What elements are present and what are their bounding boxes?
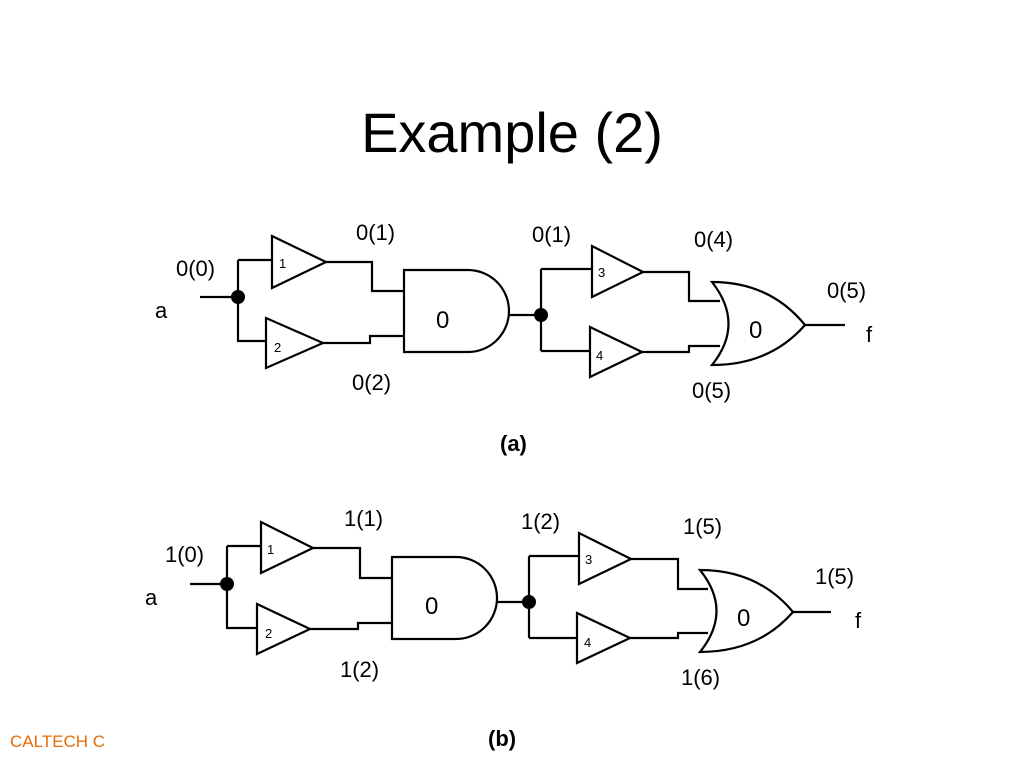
output-label: f [855, 608, 862, 633]
buffer1-to-and-wire-b [313, 546, 392, 580]
buffer3-timing-label: 0(4) [694, 227, 733, 252]
node-to-buffers-wire-b [527, 554, 579, 640]
input-label: a [155, 298, 168, 323]
diagram-caption: (b) [488, 726, 516, 751]
and-gate-value: 0 [436, 307, 449, 334]
circuit-a: 1 2 3 4 0 0 0(0) a 0(1) 0(2) 0(1) 0(4) 0… [155, 220, 873, 456]
buffer-gate-3 [590, 244, 646, 299]
buffer1-timing-label: 0(1) [356, 220, 395, 245]
buffer4-to-or-wire-b [630, 631, 708, 640]
footer-text: CALTECH C [10, 732, 106, 751]
buffer3-to-or-wire-b [631, 557, 708, 591]
and-out-timing-label: 0(1) [532, 222, 571, 247]
buffer3-timing-label: 1(5) [683, 514, 722, 539]
and-gate [402, 268, 511, 354]
buffer2-timing-label: 1(2) [340, 657, 379, 682]
buffer-gate-4 [575, 611, 633, 665]
junction-dot [522, 595, 536, 609]
junction-dot [231, 290, 245, 304]
buffer2-number: 2 [274, 340, 281, 355]
and-out-timing-label: 1(2) [521, 509, 560, 534]
output-timing-label: 0(5) [827, 278, 866, 303]
buffer4-to-or-wire-a [642, 344, 720, 354]
buffer-gate-4 [588, 325, 645, 379]
junction-dot [534, 308, 548, 322]
buffer3-number: 3 [598, 265, 605, 280]
input-label: a [145, 585, 158, 610]
buffer-gate-1 [259, 520, 316, 575]
buffer3-number: 3 [585, 552, 592, 567]
buffer1-number: 1 [279, 256, 286, 271]
buffer1-to-and-wire-a [326, 260, 404, 293]
or-gate-value: 0 [737, 605, 750, 632]
output-timing-label: 1(5) [815, 564, 854, 589]
and-gate [390, 555, 499, 641]
buffer-gate-2 [255, 602, 313, 656]
buffer2-to-and-wire-a [323, 334, 404, 345]
buffer3-to-or-wire-a [643, 270, 720, 303]
buffer4-number: 4 [584, 635, 591, 650]
buffer2-number: 2 [265, 626, 272, 641]
output-label: f [866, 322, 873, 347]
buffer4-number: 4 [596, 348, 603, 363]
buffer-gate-2 [264, 316, 326, 370]
buffer-gate-3 [577, 531, 634, 586]
buffer4-timing-label: 1(6) [681, 665, 720, 690]
slide-title: Example (2) [361, 101, 663, 164]
or-gate-value: 0 [749, 317, 762, 344]
junction-dot [220, 577, 234, 591]
and-gate-value: 0 [425, 593, 438, 620]
buffer2-to-and-wire-b [310, 621, 392, 631]
buffer-gate-1 [270, 234, 329, 290]
diagram-caption: (a) [500, 431, 527, 456]
input-timing-label: 1(0) [165, 542, 204, 567]
node-to-buffers-wire-a [539, 267, 592, 353]
buffer1-number: 1 [267, 542, 274, 557]
input-timing-label: 0(0) [176, 256, 215, 281]
buffer2-timing-label: 0(2) [352, 370, 391, 395]
or-gate [697, 568, 795, 654]
buffer1-timing-label: 1(1) [344, 506, 383, 531]
buffer4-timing-label: 0(5) [692, 378, 731, 403]
circuit-b: 1 2 3 4 0 0 1(0) a 1(1) 1(2) 1(2) 1(5) 1… [145, 506, 862, 751]
or-gate [709, 280, 807, 367]
